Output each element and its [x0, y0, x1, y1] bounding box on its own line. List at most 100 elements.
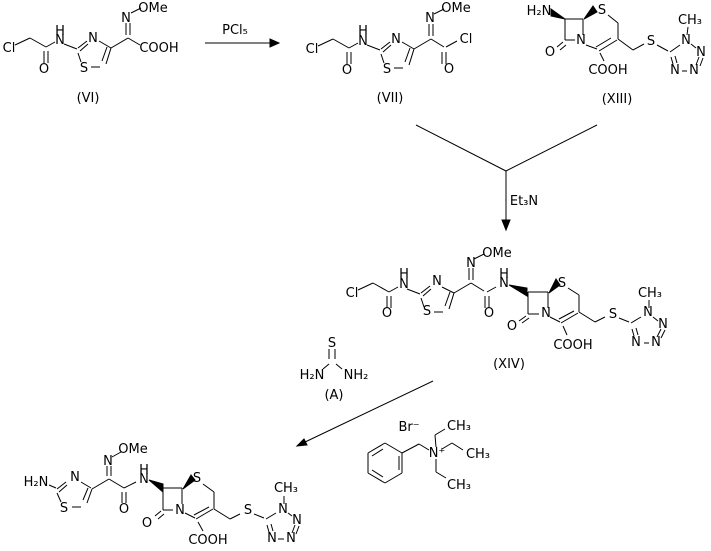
xiv-cooh-group: COOH — [553, 338, 592, 353]
xiv-tet-n3-atom: N — [651, 335, 661, 350]
arrow-final-step — [295, 380, 434, 447]
xiv-ome-group: OMe — [482, 246, 511, 261]
xiv-thioether-s-atom: S — [609, 307, 617, 322]
vii-ome-group: OMe — [441, 1, 470, 16]
product-ome-group: OMe — [118, 442, 147, 457]
xiii-n-methyl-group: CH₃ — [678, 13, 702, 28]
product-tet-n3-atom: N — [286, 531, 296, 546]
product-tet-n2-atom: N — [292, 513, 302, 528]
vii-carbonyl-o-atom: O — [342, 63, 352, 78]
xiii-tet-n3-atom: N — [689, 63, 699, 78]
salt-br-ion: Br⁻ — [398, 420, 419, 435]
salt-bonds — [367, 428, 464, 484]
product-amine-group: H₂N — [24, 475, 49, 490]
xiii-ring-s-atom: S — [598, 3, 606, 18]
vii-cl-atom: Cl — [306, 42, 319, 57]
vi-cl-atom: Cl — [3, 41, 16, 56]
vii-acyl-o-atom: O — [444, 62, 454, 77]
xiv-oxime-n-atom: N — [466, 256, 476, 271]
wedge-bond — [550, 8, 566, 20]
vii-amide-h-atom: H — [358, 24, 368, 39]
product-cooh-group: COOH — [188, 533, 227, 548]
salt-ch3-bottom-group: CH₃ — [447, 478, 471, 493]
compound-product: H₂N N S N OMe O H N N O S COOH S N N N N… — [24, 442, 302, 548]
xiv-carbonyl-o-atom: O — [382, 306, 392, 321]
xiii-amine-group: H₂N — [527, 4, 552, 19]
wedge-bond — [508, 284, 528, 297]
product-tet-n1-atom: N — [278, 502, 288, 517]
xiv-lactam-o-atom: O — [507, 319, 517, 334]
compound-vii: Cl O H N N S N OMe O Cl (VII) — [306, 1, 473, 106]
vi-amide-n-atom: N — [55, 33, 65, 48]
salt-ch3-top-group: CH₃ — [447, 419, 471, 434]
vi-oxime-n-atom: N — [121, 11, 131, 26]
xiv-amide2-h-atom: H — [499, 267, 509, 282]
xiii-bonds — [550, 5, 704, 72]
wedge-bond — [182, 474, 196, 490]
product-tet-n4-atom: N — [267, 531, 277, 546]
vi-ring-n-atom: N — [88, 31, 98, 46]
vii-ring-s-atom: S — [383, 62, 391, 77]
product-oxime-n-atom: N — [103, 454, 113, 469]
product-ring-s-atom: S — [60, 501, 68, 516]
vi-carbonyl-o-atom: O — [39, 62, 49, 77]
reagent-pcl5: PCl₅ — [222, 23, 248, 38]
vi-bonds — [14, 7, 142, 68]
thiourea-bonds — [322, 349, 343, 370]
xiv-ceph-s-atom: S — [558, 276, 566, 291]
vii-label: (VII) — [377, 91, 404, 106]
xiii-lactam-n-atom: N — [576, 33, 586, 48]
xiii-lactam-o-atom: O — [545, 45, 555, 60]
vi-amide-h-atom: H — [55, 24, 65, 39]
xiv-lactam-n-atom: N — [541, 306, 551, 321]
arrow-head — [501, 219, 511, 232]
xiv-amide2-o-atom: O — [484, 306, 494, 321]
wedge-bond — [583, 5, 598, 20]
vi-ring-s-atom: S — [80, 61, 88, 76]
xiv-tet-n1-atom: N — [643, 305, 653, 320]
vii-amide-n-atom: N — [358, 34, 368, 49]
product-lactam-o-atom: O — [142, 516, 152, 531]
xiv-cl-atom: Cl — [346, 286, 359, 301]
xiv-n-methyl-group: CH₃ — [638, 286, 662, 301]
xiv-label: (XIV) — [493, 357, 525, 372]
xiv-tet-n4-atom: N — [631, 335, 641, 350]
vii-bonds — [317, 8, 458, 69]
salt-n-plus-atom: N⁺ — [429, 446, 446, 461]
arrow-et3n: Et₃N — [415, 124, 598, 232]
compound-thiourea: S H₂N NH₂ (A) — [300, 336, 369, 403]
arrow-head — [295, 438, 308, 447]
thiourea-s-atom: S — [328, 336, 336, 351]
product-amide-n-atom: N — [139, 472, 149, 487]
product-lactam-n-atom: N — [175, 503, 185, 518]
xiii-tet-n1-atom: N — [681, 33, 691, 48]
xiv-ring-s-atom: S — [423, 304, 431, 319]
vi-label: (VI) — [77, 91, 100, 106]
product-n-methyl-group: CH₃ — [274, 481, 298, 496]
xiv-amide-n-atom: N — [399, 277, 409, 292]
compound-xiii: H₂N N O S COOH S N N N N CH₃ (XIII) — [527, 3, 706, 107]
xiii-thioether-s-atom: S — [647, 34, 655, 49]
compound-xiv: Cl O H N N S N OMe O H N N O S COOH S N … — [346, 246, 668, 372]
wedge-bond — [548, 278, 561, 294]
arrow-head — [269, 38, 281, 48]
xiv-amide-h-atom: H — [399, 267, 409, 282]
product-ring-n-atom: N — [70, 470, 80, 485]
product-amide-o-atom: O — [119, 502, 129, 517]
arrow-pcl5: PCl₅ — [205, 23, 281, 48]
compound-ammonium-salt: Br⁻ N⁺ CH₃ CH₃ CH₃ — [367, 419, 490, 493]
xiii-cooh-group: COOH — [588, 63, 627, 78]
xiii-tet-n4-atom: N — [670, 63, 680, 78]
product-ceph-s-atom: S — [193, 471, 201, 486]
xiv-ring-n-atom: N — [432, 274, 442, 289]
thiourea-label: (A) — [324, 388, 343, 403]
salt-ch3-mid-group: CH₃ — [466, 447, 490, 462]
vii-ring-n-atom: N — [391, 32, 401, 47]
thiourea-amine2-group: NH₂ — [344, 368, 369, 383]
vi-cooh-group: COOH — [139, 41, 178, 56]
product-thioether-s-atom: S — [244, 503, 252, 518]
thiourea-amine1-group: H₂N — [300, 368, 325, 383]
xiii-tet-n2-atom: N — [696, 45, 706, 60]
compound-vi: Cl O H N N S N OMe COOH (VI) — [3, 1, 179, 106]
